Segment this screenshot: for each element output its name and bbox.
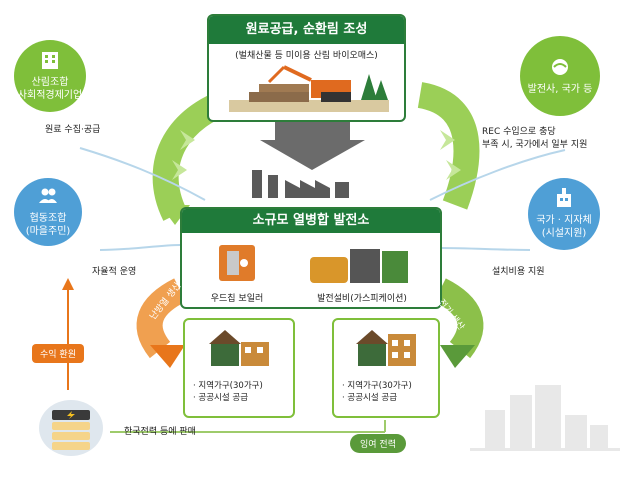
- building-icon: [42, 52, 58, 69]
- house-left-line1: · 지역가구(30가구): [193, 381, 263, 391]
- house-left-list: · 지역가구(30가구) · 공공시설 공급: [193, 380, 263, 404]
- generator-label: 발전설비(가스피케이션): [317, 294, 407, 304]
- government-line1: 국가 · 지자체: [536, 215, 592, 226]
- chevrons: [172, 130, 461, 180]
- left-top-note: 원료 수집·공급: [45, 125, 101, 135]
- surplus-tag: 잉여 전력: [350, 434, 406, 453]
- house-right-line2: · 공공시설 공급: [342, 393, 398, 403]
- heat-arc: [136, 278, 187, 359]
- house-box-right: · 지역가구(30가구) · 공공시설 공급: [332, 318, 440, 418]
- house-right-line1: · 지역가구(30가구): [342, 381, 412, 391]
- right-mid-connector: [439, 247, 531, 251]
- power-company-line1: 발전사, 국가 등: [527, 83, 593, 95]
- generator-icon: [310, 249, 408, 283]
- gov-emblem-icon: [552, 58, 568, 75]
- city-skyline: [470, 385, 620, 451]
- gov-building-icon: [557, 188, 571, 207]
- right-cycle-arc: [417, 82, 480, 210]
- excavator-icon: [229, 65, 389, 112]
- left-mid-note: 자율적 운영: [92, 267, 137, 277]
- down-arrow: [260, 118, 365, 170]
- house-icon: [356, 330, 416, 366]
- right-top-note1: REC 수입으로 충당: [482, 127, 556, 137]
- forest-coop-line1: 산림조합: [31, 77, 69, 88]
- revenue-arrowhead: [62, 278, 74, 290]
- heat-arrowhead: [150, 345, 185, 368]
- power-arrowhead: [440, 345, 475, 368]
- plant-title: 소규모 열병합 발전소: [182, 209, 440, 233]
- supply-title: 원료공급, 순환림 조성: [209, 16, 404, 44]
- left-mid-connector: [99, 244, 181, 251]
- government-circle: 국가 · 지자체 (시설지원): [528, 178, 600, 250]
- boiler-icon: [219, 245, 255, 281]
- supply-box: 원료공급, 순환림 조성 (벌채산물 등 미이용 산림 바이오매스): [207, 14, 406, 122]
- right-top-connector: [429, 149, 566, 201]
- forest-coop-circle: 산림조합 사회적경제기업: [14, 40, 86, 112]
- government-line2: (시설지원): [541, 228, 587, 239]
- house-right-list: · 지역가구(30가구) · 공공시설 공급: [342, 380, 412, 404]
- right-top-note2: 부족 시, 국가에서 일부 지원: [482, 140, 588, 150]
- house-left-line2: · 공공시설 공급: [193, 393, 249, 403]
- cooperative-line2: (마을주민): [25, 226, 71, 237]
- forest-coop-line2: 사회적경제기업: [17, 90, 83, 101]
- right-mid-note: 설치비용 지원: [492, 267, 545, 277]
- house-icon: [209, 330, 269, 366]
- people-icon: [39, 188, 57, 203]
- house-box-left: · 지역가구(30가구) · 공공시설 공급: [183, 318, 295, 418]
- cooperative-line1: 협동조합: [29, 213, 67, 224]
- sale-label: 한국전력 등에 판매: [124, 427, 196, 437]
- left-top-connector: [79, 147, 206, 201]
- grid-storage-icon: [39, 400, 103, 456]
- revenue-tag: 수익 환원: [32, 344, 84, 363]
- factory-icon: [252, 170, 349, 198]
- plant-box: 소규모 열병합 발전소 우드칩 보일러 발전설비(가스피케이션): [180, 207, 442, 309]
- power-arc: [433, 278, 484, 359]
- cooperative-circle: 협동조합 (마을주민): [14, 178, 82, 246]
- boiler-label: 우드칩 보일러: [210, 294, 264, 304]
- supply-subtitle: (벌채산물 등 미이용 산림 바이오매스): [235, 51, 378, 61]
- power-company-circle: 발전사, 국가 등: [520, 36, 600, 116]
